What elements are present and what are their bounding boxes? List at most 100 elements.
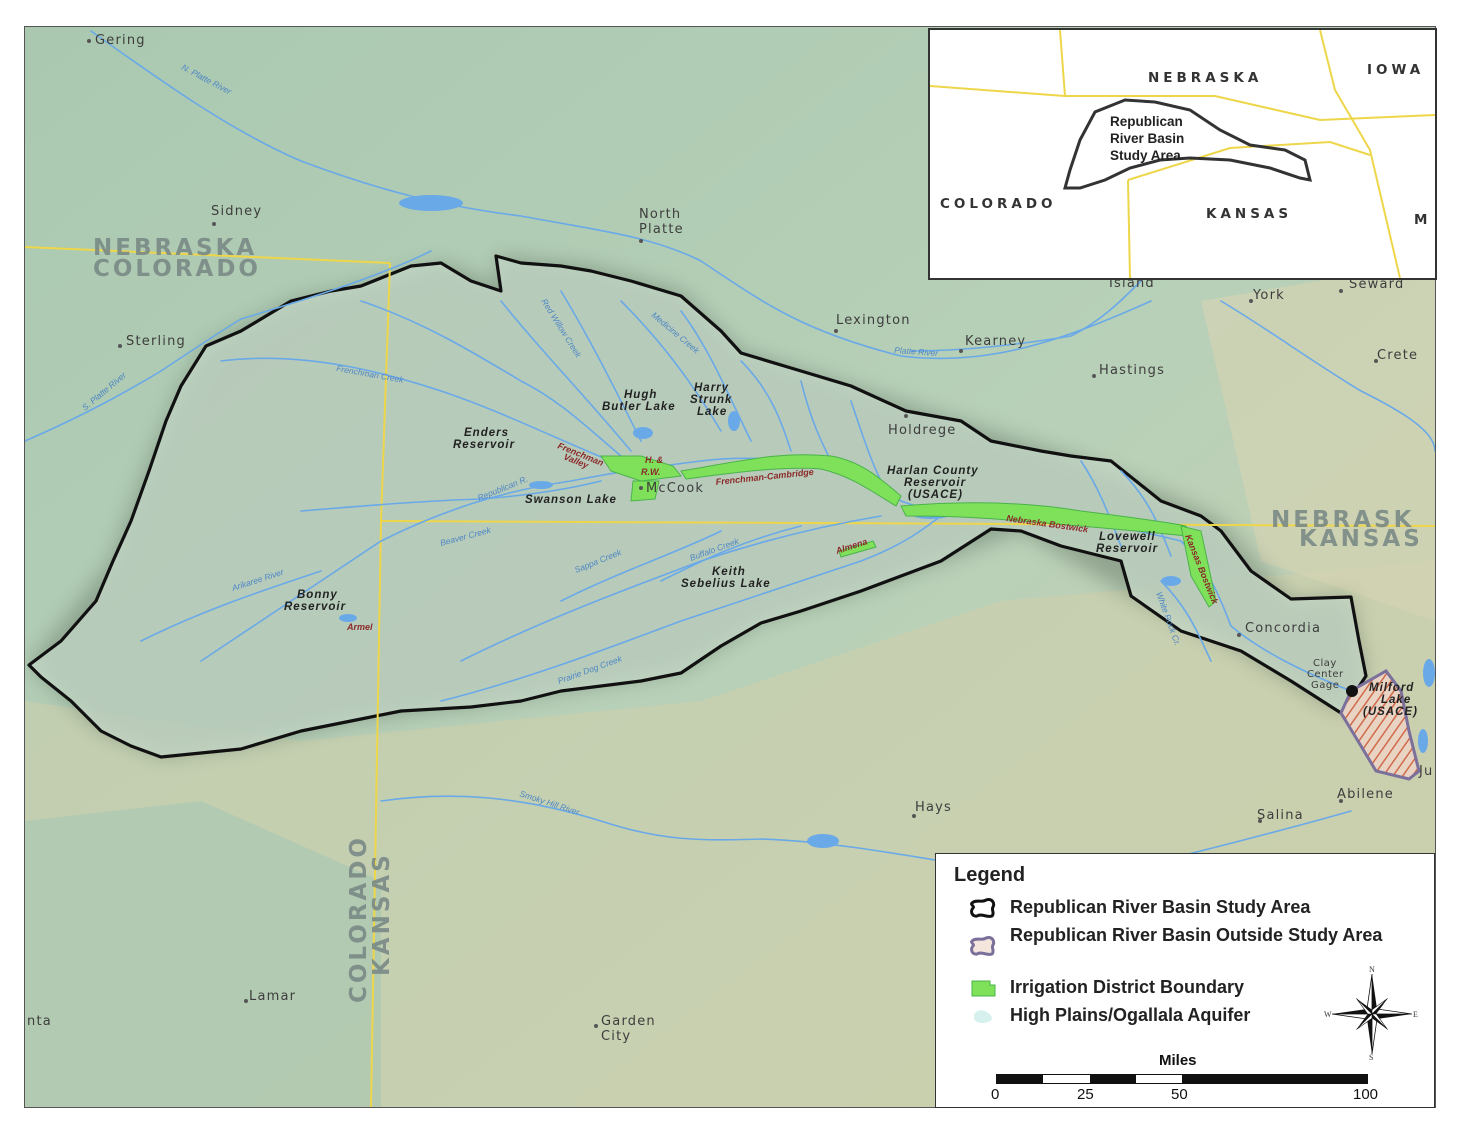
legend-item-study-area: Republican River Basin Study Area xyxy=(968,897,1390,919)
label-keith-sebelius-1: Keith xyxy=(712,566,746,578)
city-garden-city-2: City xyxy=(601,1029,631,1044)
legend-title: Legend xyxy=(954,864,1026,886)
state-label-colorado-n: COLORADO xyxy=(93,256,261,282)
city-garden-city-1: Garden xyxy=(601,1014,656,1029)
legend-label-aquifer: High Plains/Ogallala Aquifer xyxy=(1010,1005,1251,1025)
label-lovewell-1: Lovewell xyxy=(1099,531,1156,543)
state-label-colorado-v: COLORADO xyxy=(346,835,372,1003)
city-concordia: Concordia xyxy=(1245,621,1321,636)
label-hugh-butler-2: Butler Lake xyxy=(602,401,676,413)
state-label-nebraska-w: NEBRASKA xyxy=(93,235,257,261)
label-milford-1: Milford xyxy=(1369,682,1414,694)
city-clay-center-gage-1: Clay xyxy=(1313,658,1337,669)
legend-label-outside-study-area: Republican River Basin Outside Study Are… xyxy=(1010,925,1383,945)
city-lexington: Lexington xyxy=(836,313,911,328)
inset-state-boundaries xyxy=(930,30,1435,278)
city-markers xyxy=(87,39,1378,1028)
label-enders-2: Reservoir xyxy=(453,439,515,451)
inset-nebraska: NEBRASKA xyxy=(1148,70,1262,86)
label-harry-strunk-1: Harry xyxy=(694,382,729,394)
city-hastings: Hastings xyxy=(1099,363,1165,378)
city-sidney: Sidney xyxy=(211,204,262,219)
label-swanson: Swanson Lake xyxy=(525,494,617,506)
clay-center-gage-marker[interactable] xyxy=(1346,685,1358,697)
compass-w: W xyxy=(1324,1010,1332,1019)
city-seward: Seward xyxy=(1349,277,1404,292)
label-bonny-2: Reservoir xyxy=(284,601,346,613)
scale-tick-25: 25 xyxy=(1077,1086,1094,1103)
label-enders-1: Enders xyxy=(464,427,509,439)
light-cyan-fill-icon xyxy=(974,1010,992,1023)
city-clay-center-gage-2: Center xyxy=(1307,669,1344,680)
city-york: York xyxy=(1252,288,1285,303)
inset-study-label-3: Study Area xyxy=(1110,148,1181,163)
city-holdrege: Holdrege xyxy=(888,423,957,438)
city-salina: Salina xyxy=(1257,808,1304,823)
inset-kansas: KANSAS xyxy=(1206,206,1292,222)
inset-study-label-1: Republican xyxy=(1110,114,1183,129)
irr-hrw-1: H. & xyxy=(645,455,663,465)
inset-locator-map: NEBRASKA IOWA COLORADO KANSAS M Republic… xyxy=(928,28,1437,280)
scale-tick-50: 50 xyxy=(1171,1086,1188,1103)
compass-s: S xyxy=(1369,1053,1373,1060)
compass-e: E xyxy=(1413,1010,1418,1019)
label-milford-2: Lake xyxy=(1381,694,1411,706)
inset-study-label-2: River Basin xyxy=(1110,131,1184,146)
label-hugh-butler-1: Hugh xyxy=(624,389,657,401)
city-lamar: Lamar xyxy=(249,989,296,1004)
scale-tick-0: 0 xyxy=(991,1086,1000,1103)
basin-outside-study-area[interactable] xyxy=(1339,669,1421,781)
city-north-platte-1: North xyxy=(639,207,681,222)
irrigation-districts[interactable] xyxy=(600,454,1217,608)
city-sterling: Sterling xyxy=(126,334,186,349)
city-ju: Ju xyxy=(1418,764,1433,779)
state-label-kansas-e: KANSAS xyxy=(1299,526,1423,552)
scale-bar xyxy=(996,1074,1368,1084)
label-harlan-county-1: Harlan County xyxy=(887,465,979,477)
label-harlan-county-2: Reservoir xyxy=(904,477,966,489)
terrain-sw-zone xyxy=(25,801,381,1107)
city-crete: Crete xyxy=(1377,348,1418,363)
label-milford-3: (USACE) xyxy=(1363,706,1418,718)
republican-basin-study-area[interactable] xyxy=(27,254,1368,759)
legend-label-study-area: Republican River Basin Study Area xyxy=(1010,897,1311,917)
compass-rose-icon: N S E W xyxy=(1324,965,1418,1060)
city-north-platte-2: Platte xyxy=(639,222,684,237)
legend-item-aquifer: High Plains/Ogallala Aquifer xyxy=(968,1005,1390,1027)
label-harry-strunk-3: Lake xyxy=(697,406,727,418)
map-legend: Legend Republican River Basin Study Area… xyxy=(935,853,1435,1108)
legend-item-outside-study-area: Republican River Basin Outside Study Are… xyxy=(968,925,1390,957)
inset-missouri: M xyxy=(1414,212,1431,228)
city-gering: Gering xyxy=(95,33,146,48)
inset-study-area-outline[interactable] xyxy=(1063,98,1313,190)
label-keith-sebelius-2: Sebelius Lake xyxy=(681,578,771,590)
legend-label-irrigation: Irrigation District Boundary xyxy=(1010,977,1245,997)
compass-n: N xyxy=(1369,965,1375,974)
state-label-kansas-v: KANSAS xyxy=(369,852,395,976)
city-abilene: Abilene xyxy=(1337,787,1394,802)
city-clay-center-gage-3: Gage xyxy=(1311,680,1339,691)
purple-outline-polygon-icon xyxy=(970,936,996,956)
irr-hrw-2: R.W. xyxy=(641,467,660,477)
scale-bar-title: Miles xyxy=(1159,1052,1197,1069)
label-harlan-county-3: (USACE) xyxy=(908,489,963,501)
label-lovewell-2: Reservoir xyxy=(1096,543,1158,555)
irr-armel: Armel xyxy=(346,622,373,632)
city-hays: Hays xyxy=(915,800,952,815)
black-outline-polygon-icon xyxy=(970,898,996,918)
city-mccook: McCook xyxy=(646,481,704,496)
state-label-nebraska-e: NEBRASK xyxy=(1271,507,1414,533)
inset-iowa: IOWA xyxy=(1367,62,1424,78)
inset-colorado: COLORADO xyxy=(940,196,1057,212)
label-harry-strunk-2: Strunk xyxy=(690,394,732,406)
city-nta: nta xyxy=(27,1014,52,1029)
label-bonny-1: Bonny xyxy=(297,589,338,601)
legend-item-irrigation: Irrigation District Boundary xyxy=(968,977,1390,999)
river-label-platte: Platte River xyxy=(894,345,940,358)
state-boundaries xyxy=(25,246,1435,1107)
green-fill-polygon-icon xyxy=(971,980,996,997)
inset-canvas: NEBRASKA IOWA COLORADO KANSAS M Republic… xyxy=(930,30,1435,278)
terrain-east-zone xyxy=(1201,261,1435,621)
city-kearney: Kearney xyxy=(965,334,1026,349)
scale-tick-100: 100 xyxy=(1353,1086,1379,1103)
